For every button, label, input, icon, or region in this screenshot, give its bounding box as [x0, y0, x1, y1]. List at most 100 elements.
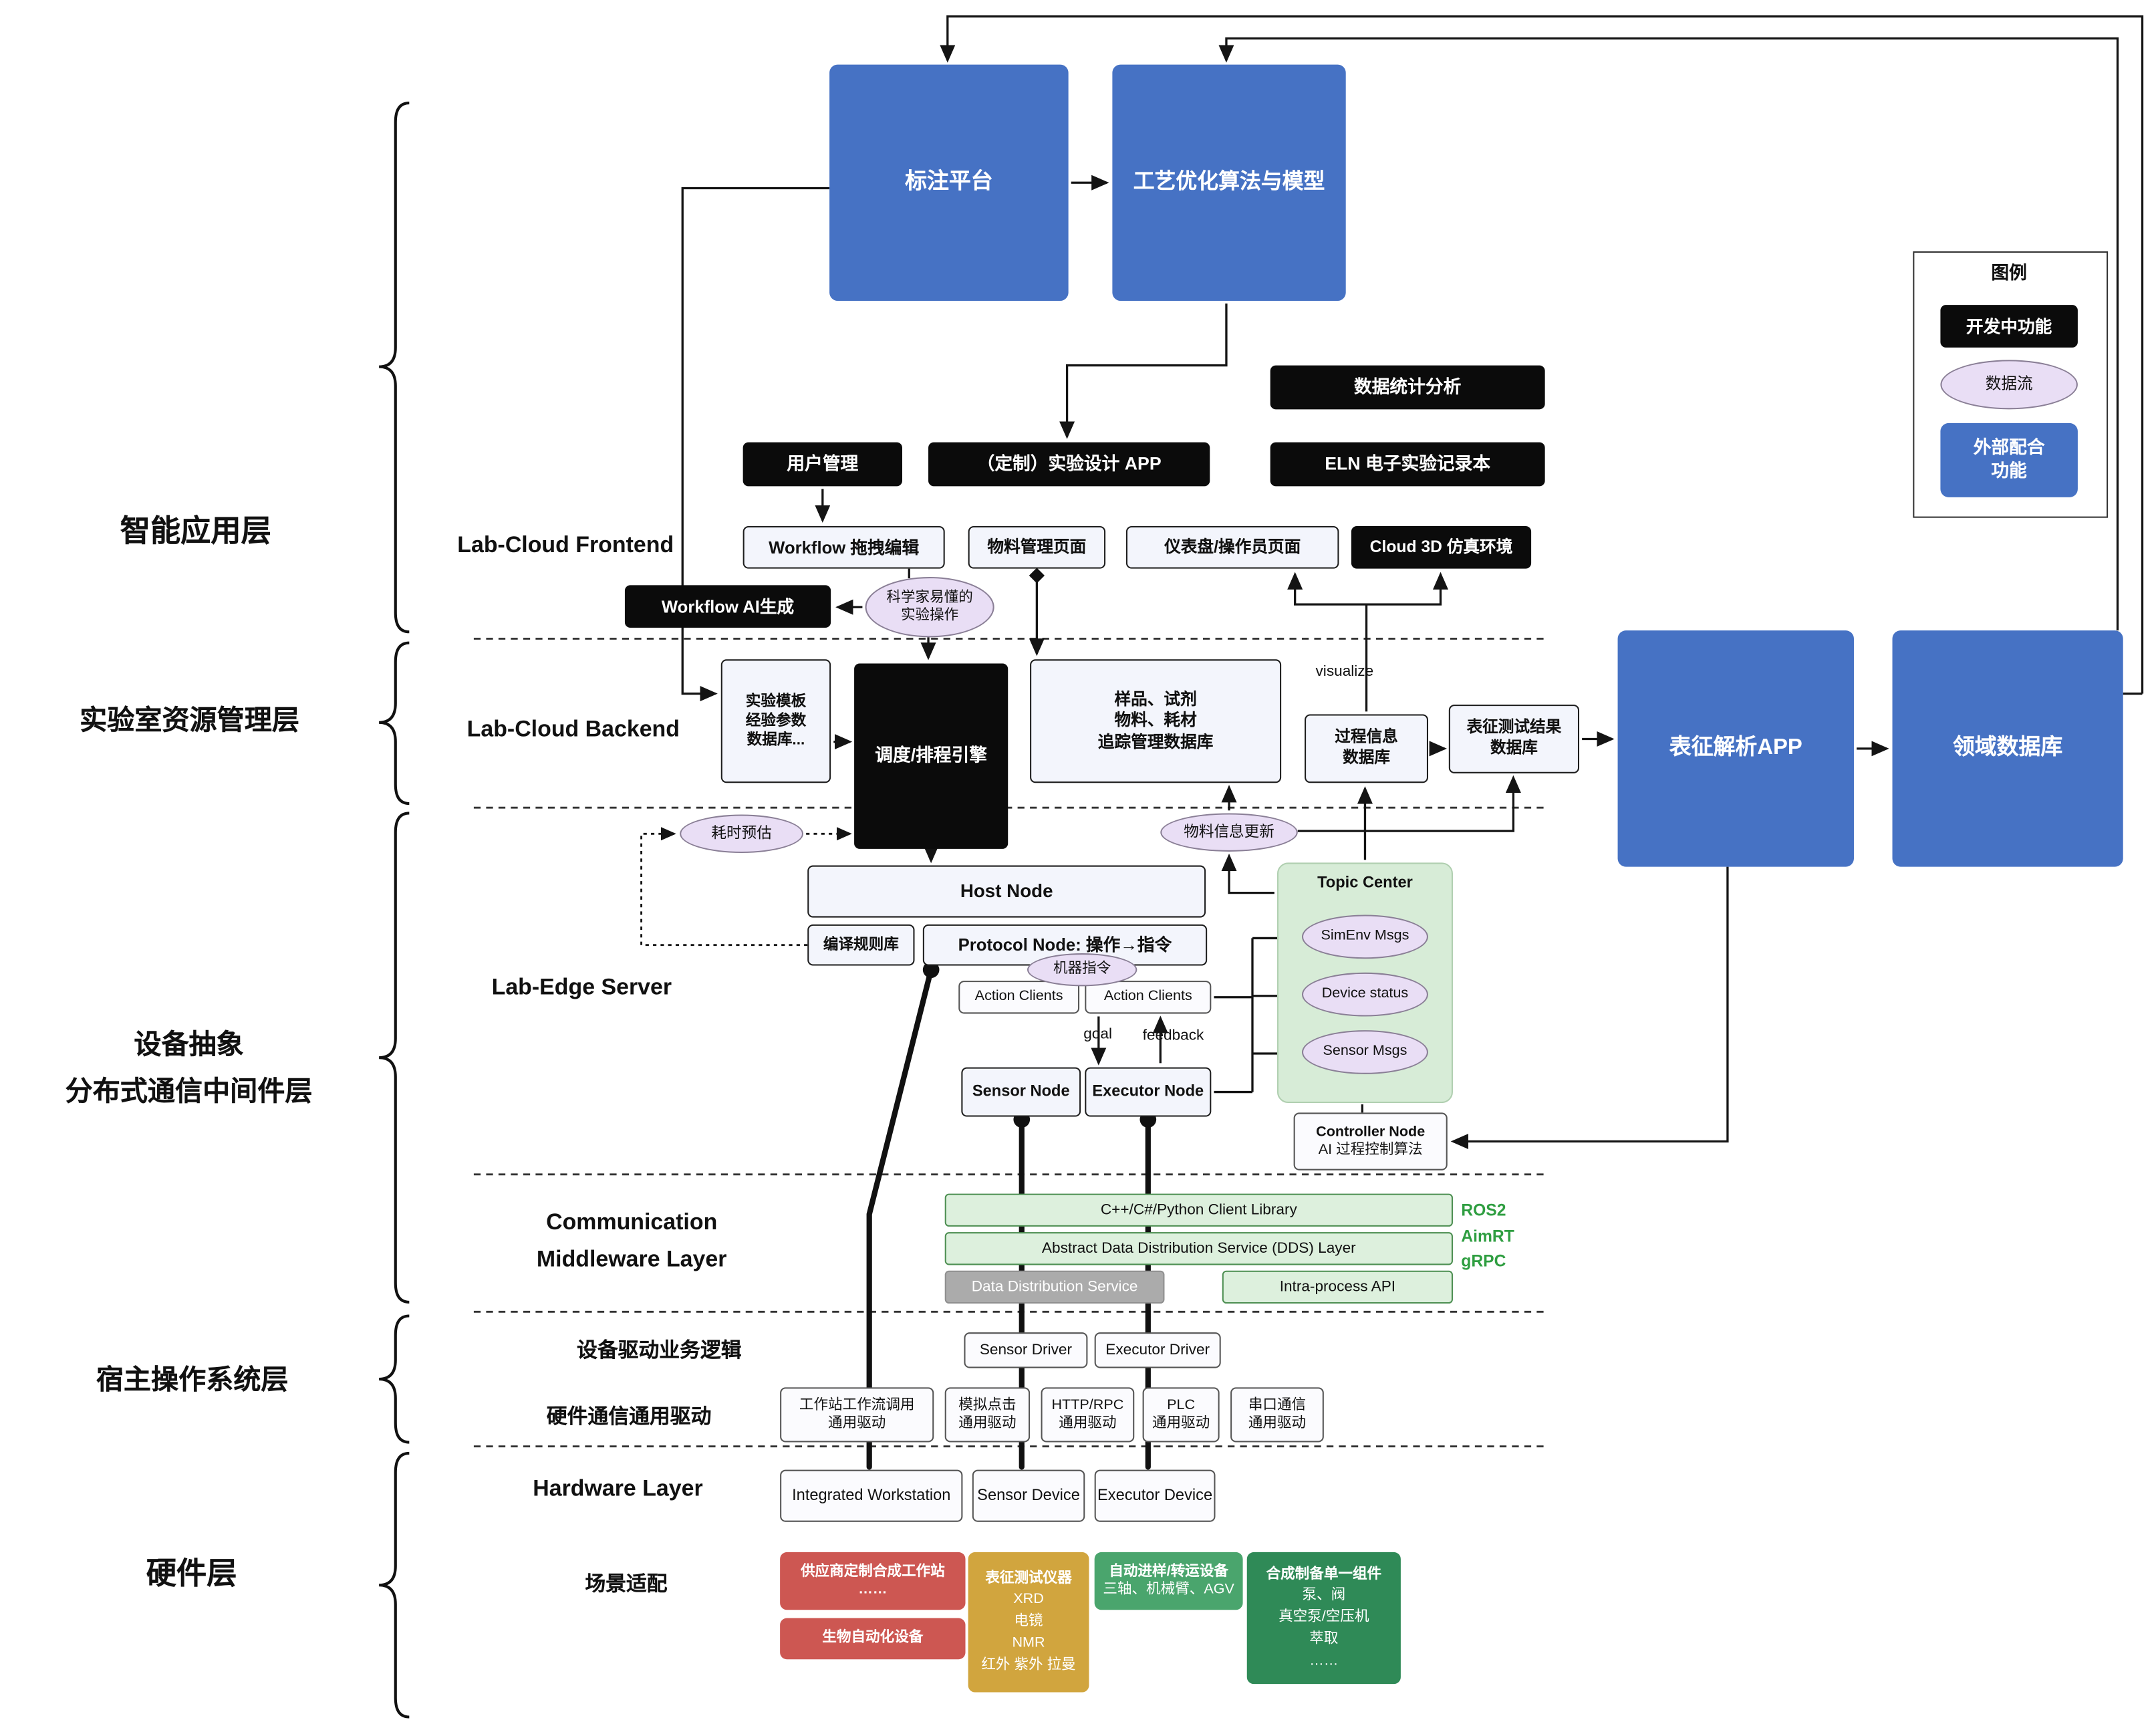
node-process-info-db-line1: 过程信息: [1335, 729, 1398, 747]
node-transfer-line2: 三轴、机械臂、AGV: [1103, 1581, 1234, 1598]
label-visualize: visualize: [1315, 663, 1374, 681]
node-synthesis-components: 合成制备单一组件 泵、阀 真空泵/空压机 萃取 ……: [1246, 1552, 1401, 1685]
flow-sensor-msgs: Sensor Msgs: [1301, 1030, 1428, 1074]
node-template-db-line2: 经验参数: [745, 713, 807, 730]
node-tracking-db-line2: 物料、耗材: [1114, 710, 1197, 730]
label-aimrt: AimRT: [1461, 1226, 1514, 1245]
node-tracking-db-line3: 追踪管理数据库: [1097, 731, 1214, 751]
section-label-middleware-line1: Communication: [546, 1210, 718, 1235]
section-label-middleware-line2: Middleware Layer: [536, 1247, 727, 1273]
node-transfer-line1: 自动进样/转运设备: [1109, 1562, 1228, 1580]
legend-external-line1: 外部配合: [1973, 437, 2045, 459]
node-char-result-db-line2: 数据库: [1490, 740, 1538, 757]
node-data-statistics: 数据统计分析: [1270, 365, 1545, 410]
node-char-instr-line2: XRD: [1013, 1591, 1044, 1608]
node-click-driver-line2: 通用驱动: [958, 1415, 1017, 1432]
node-sensor-driver: Sensor Driver: [964, 1332, 1088, 1368]
node-template-db-line1: 实验模板: [745, 693, 807, 711]
flow-device-status: Device status: [1301, 972, 1428, 1017]
legend-external-line2: 功能: [1991, 460, 2027, 481]
label-ros2: ROS2: [1461, 1200, 1506, 1220]
node-char-instr-line4: NMR: [1012, 1634, 1045, 1651]
node-characterization-result-db: 表征测试结果 数据库: [1448, 705, 1580, 773]
section-label-driver-logic: 设备驱动业务逻辑: [577, 1339, 742, 1363]
flow-scientist-friendly-ops: 科学家易懂的 实验操作: [865, 577, 994, 638]
node-plc-driver-line2: 通用驱动: [1152, 1415, 1210, 1432]
node-action-clients-2: Action Clients: [1085, 981, 1212, 1014]
layer-label-host-os: 宿主操作系统层: [96, 1365, 289, 1396]
node-compile-rule-lib: 编译规则库: [807, 924, 915, 966]
node-client-library: C++/C#/Python Client Library: [944, 1193, 1453, 1227]
label-topic-center: Topic Center: [1317, 874, 1413, 892]
node-sensor-node: Sensor Node: [961, 1067, 1081, 1117]
node-vendor-workstation: 供应商定制合成工作站 ……: [780, 1552, 966, 1610]
node-intra-process-api: Intra-process API: [1222, 1270, 1453, 1304]
node-characterization-instruments: 表征测试仪器 XRD 电镜 NMR 红外 紫外 拉曼: [968, 1552, 1089, 1693]
node-annotation-platform: 标注平台: [829, 64, 1069, 301]
label-goal: goal: [1083, 1025, 1112, 1043]
node-synth-line3: 真空泵/空压机: [1278, 1608, 1369, 1626]
node-http-rpc-driver: HTTP/RPC 通用驱动: [1041, 1387, 1135, 1443]
node-workflow-drag-edit: Workflow 拖拽编辑: [743, 525, 945, 569]
node-template-db: 实验模板 经验参数 数据库...: [720, 659, 831, 783]
node-experiment-design-app: （定制）实验设计 APP: [928, 442, 1210, 487]
label-grpc: gRPC: [1461, 1251, 1506, 1271]
node-synth-line4: 萃取: [1309, 1630, 1339, 1647]
node-action-clients-1: Action Clients: [958, 981, 1080, 1014]
node-dashboard-page: 仪表盘/操作员页面: [1125, 525, 1339, 569]
legend-item-in-development: 开发中功能: [1940, 305, 2078, 348]
node-domain-db: 领域数据库: [1892, 630, 2123, 867]
node-serial-driver-line1: 串口通信: [1248, 1396, 1307, 1413]
node-plc-driver: PLC 通用驱动: [1142, 1387, 1220, 1443]
section-label-edge-server: Lab-Edge Server: [491, 975, 672, 1000]
label-feedback: feedback: [1142, 1027, 1204, 1044]
node-click-driver-line1: 模拟点击: [958, 1396, 1017, 1413]
node-tracking-db-line1: 样品、试剂: [1114, 689, 1197, 709]
node-ws-driver-line2: 通用驱动: [828, 1415, 886, 1432]
node-controller-line1: Controller Node: [1316, 1122, 1426, 1140]
node-eln: ELN 电子实验记录本: [1270, 442, 1545, 487]
node-char-instr-title: 表征测试仪器: [985, 1569, 1072, 1586]
node-serial-driver: 串口通信 通用驱动: [1230, 1387, 1324, 1443]
section-label-hw-comm-driver: 硬件通信通用驱动: [546, 1405, 712, 1429]
node-http-driver-line1: HTTP/RPC: [1051, 1396, 1124, 1413]
node-char-instr-line3: 电镜: [1014, 1612, 1043, 1630]
node-characterization-app: 表征解析APP: [1617, 630, 1854, 867]
node-process-optimization: 工艺优化算法与模型: [1112, 64, 1346, 301]
flow-time-estimate: 耗时预估: [680, 814, 804, 854]
node-plc-driver-line1: PLC: [1167, 1396, 1196, 1413]
node-controller-line2: AI 过程控制算法: [1318, 1141, 1423, 1158]
section-label-scenario: 场景适配: [585, 1572, 668, 1596]
legend-item-external: 外部配合 功能: [1940, 422, 2078, 497]
node-sensor-device: Sensor Device: [972, 1469, 1085, 1522]
node-char-result-db-line1: 表征测试结果: [1466, 720, 1562, 737]
node-workstation-driver: 工作站工作流调用 通用驱动: [780, 1387, 934, 1443]
flow-simenv-msgs: SimEnv Msgs: [1301, 914, 1428, 959]
node-integrated-workstation: Integrated Workstation: [780, 1469, 963, 1522]
node-vendor-ws-line1: 供应商定制合成工作站: [800, 1562, 945, 1580]
node-tracking-db: 样品、试剂 物料、耗材 追踪管理数据库: [1030, 659, 1282, 783]
node-process-info-db-line2: 数据库: [1343, 749, 1390, 767]
layer-label-hardware: 硬件层: [146, 1556, 237, 1591]
flow-machine-command: 机器指令: [1027, 953, 1137, 987]
node-executor-node: Executor Node: [1085, 1067, 1212, 1117]
section-label-hardware-layer: Hardware Layer: [533, 1476, 703, 1501]
node-workflow-ai-gen: Workflow AI生成: [624, 585, 831, 628]
node-synth-line5: ……: [1309, 1652, 1339, 1669]
flow-sci-ops-line2: 实验操作: [900, 607, 959, 624]
node-http-driver-line2: 通用驱动: [1059, 1415, 1117, 1432]
node-controller-node: Controller Node AI 过程控制算法: [1293, 1112, 1448, 1171]
section-label-middleware: Communication Middleware Layer: [495, 1205, 769, 1279]
node-sim-click-driver: 模拟点击 通用驱动: [944, 1387, 1031, 1443]
flow-sci-ops-line1: 科学家易懂的: [886, 588, 973, 606]
layer-label-intelligent-app: 智能应用层: [120, 513, 271, 548]
node-char-instr-line5: 红外 紫外 拉曼: [981, 1656, 1076, 1673]
node-cloud-3d-sim: Cloud 3D 仿真环境: [1351, 525, 1532, 569]
node-synth-line2: 泵、阀: [1302, 1587, 1346, 1604]
node-user-management: 用户管理: [743, 442, 903, 487]
node-scheduler-engine: 调度/排程引擎: [854, 663, 1008, 849]
node-ws-driver-line1: 工作站工作流调用: [799, 1396, 915, 1413]
legend-title: 图例: [1991, 262, 2027, 283]
